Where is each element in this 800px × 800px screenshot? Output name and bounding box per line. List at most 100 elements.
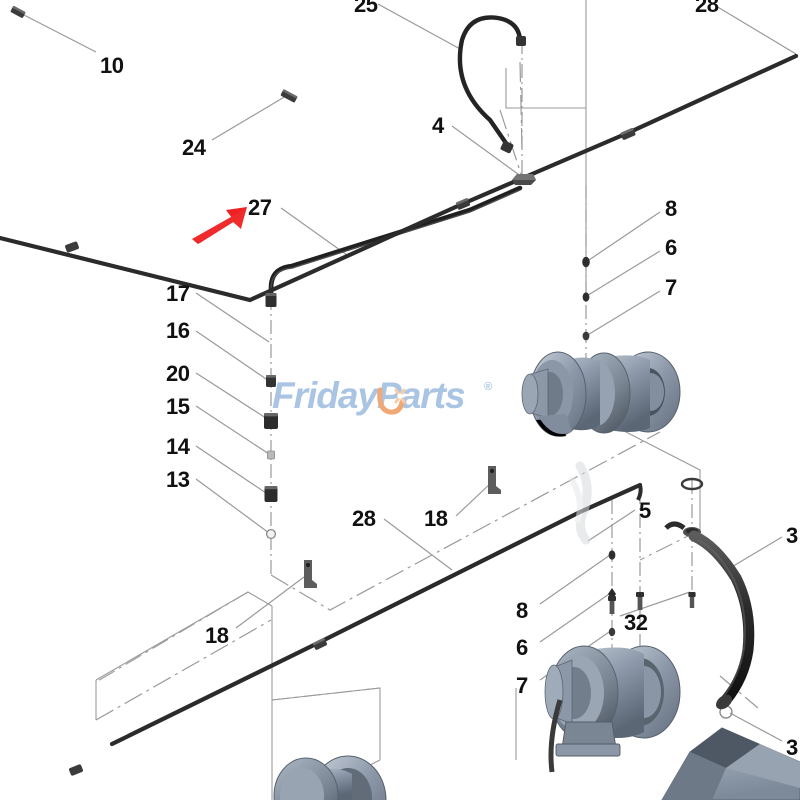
bracket-18-low [304,560,317,588]
callout-8-upper[interactable]: 8 [665,196,677,221]
leader-6-lower [539,591,613,643]
construction-lower-box [271,687,381,760]
fitting-25-top [516,36,526,46]
leader-18-low [235,576,305,629]
callout-18-mid[interactable]: 18 [424,506,448,531]
callout-5[interactable]: 5 [639,498,651,523]
leader-17 [195,292,270,343]
callout-7-upper[interactable]: 7 [665,275,677,300]
fitting-28-upper [620,127,636,140]
callout-3-right[interactable]: 3 [786,523,798,548]
leader-14 [195,445,270,496]
fitting-14 [264,486,278,502]
oil-line-25 [457,15,523,149]
fitting-13 [265,528,277,540]
part-24 [280,89,298,103]
leader-4 [451,125,523,178]
hose-stub-upper-right [664,521,686,531]
assembly-path-hose-25b [519,61,523,151]
oil-line-28-lower [109,482,643,747]
leader-3-right [729,536,783,569]
callout-17[interactable]: 17 [166,281,190,306]
highlight-arrow-27 [192,207,247,244]
oil-line-28-upper [0,53,799,303]
leader-16 [195,330,270,382]
fitting-28-upper-far-left [65,241,79,253]
leader-28-top [715,5,797,55]
fittings [10,5,704,776]
fitting-7-upper [582,331,590,341]
oil-line-27 [268,185,523,303]
leader-32 [619,591,691,617]
bracket-18-mid [488,466,501,494]
fitting-7-lower [608,627,616,637]
callout-4[interactable]: 4 [432,113,444,138]
callout-14[interactable]: 14 [166,434,190,459]
leader-8-lower [539,554,611,605]
oil-hose-3 [688,530,755,710]
fitting-25-lower [500,140,514,154]
leader-18-mid [455,481,493,517]
callout-8-lower[interactable]: 8 [516,598,528,623]
leader-13 [195,478,270,534]
assembly-path-hose-3-bottom [719,675,759,709]
leader-15 [195,405,270,455]
bolt-5 [688,592,696,608]
part-10 [10,5,26,18]
callout-28-mid[interactable]: 28 [352,506,376,531]
fitting-28-lower [312,637,327,650]
callout-24[interactable]: 24 [182,135,206,160]
callout-15[interactable]: 15 [166,394,190,419]
leader-25 [377,3,463,51]
fitting-8-upper [582,256,590,268]
construction-upper-bracket [505,0,587,109]
turbocharger-upper [521,351,681,437]
callout-20[interactable]: 20 [166,361,190,386]
callout-25[interactable]: 25 [354,0,378,17]
leader-8-upper [585,211,661,263]
fitting-17 [265,293,277,307]
leader-7-upper [585,290,661,337]
engine-block-partial [661,705,800,800]
callout-10[interactable]: 10 [100,53,124,78]
callout-6-upper[interactable]: 6 [665,235,677,260]
fitting-4-tee [512,174,536,185]
bolt-32-b [636,592,644,610]
construction-dash-box-top [271,687,381,701]
fitting-15 [267,450,275,460]
fitting-16 [266,375,276,387]
leader-10 [21,13,97,53]
callout-3-low[interactable]: 3 [786,735,798,760]
assembly-path-lower-left [95,619,272,721]
callout-28-top[interactable]: 28 [695,0,719,17]
leader-20 [195,372,270,421]
steam-wisp [569,461,592,545]
callout-18-low[interactable]: 18 [205,623,229,648]
callout-7-lower[interactable]: 7 [516,673,528,698]
construction-lower-left-diag [95,591,273,681]
leader-24 [211,95,287,141]
construction-dash-left [95,591,249,683]
callout-27[interactable]: 27 [248,195,272,220]
callout-6-lower[interactable]: 6 [516,635,528,660]
leader-3-low [729,712,783,742]
callout-32[interactable]: 32 [624,610,648,635]
assembly-path-long-lower [270,431,661,611]
fitting-8-lower [608,550,616,560]
bolt-32-a [608,596,616,614]
callout-16[interactable]: 16 [166,318,190,343]
turbocharger-lower [544,645,681,773]
fitting-28-lower-far [69,764,83,776]
construction-right-box [621,429,701,530]
leader-27 [280,207,348,256]
fitting-20 [264,413,278,429]
turbocharger-bottom-partial [273,755,387,800]
washer-5 [680,477,704,491]
callout-13[interactable]: 13 [166,467,190,492]
leader-lines [21,3,797,742]
leader-28-mid [383,518,453,571]
fitting-6-upper [582,292,590,302]
leader-6-upper [584,250,661,298]
